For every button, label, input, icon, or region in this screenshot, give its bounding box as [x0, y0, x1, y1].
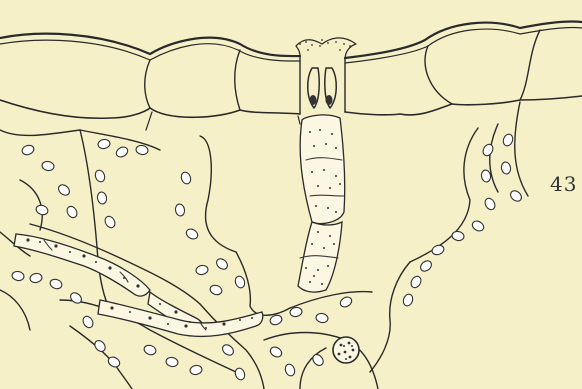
stoma-stipple: [299, 39, 351, 51]
epidermis-cells: [0, 30, 582, 130]
guard-cell-right: [325, 68, 336, 108]
figure-number-label: 43: [550, 172, 582, 196]
epidermis-outer-wall: [0, 21, 582, 63]
guard-cell-left: [308, 68, 319, 108]
fungal-hypha-vertical: [298, 115, 345, 292]
stoma: [296, 38, 356, 114]
fungal-spore: [333, 337, 359, 363]
mesophyll-cell-walls: [0, 102, 528, 389]
